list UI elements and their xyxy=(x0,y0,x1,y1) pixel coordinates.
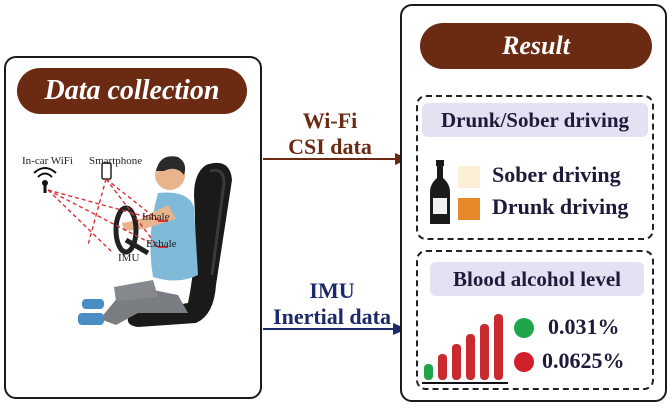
driver-illustration xyxy=(33,156,232,327)
drunk-label: Drunk driving xyxy=(492,194,629,219)
sober-label: Sober driving xyxy=(492,162,621,187)
bottle-icon xyxy=(430,160,450,224)
imu-label: IMU xyxy=(118,252,140,264)
exhale-label: Exhale xyxy=(146,238,177,250)
blood-alcohol-header: Blood alcohol level xyxy=(430,262,644,296)
result-title: Result xyxy=(420,23,652,69)
data-collection-title: Data collection xyxy=(17,68,247,114)
drunk-swatch xyxy=(458,198,480,220)
csi-arrow-label: Wi-Fi CSI data xyxy=(270,108,390,160)
csi-line2: CSI data xyxy=(288,134,372,159)
wifi-label: In-car WiFi xyxy=(22,155,73,167)
csi-line1: Wi-Fi xyxy=(302,108,358,133)
level-low-value: 0.031% xyxy=(548,314,620,339)
imu-line1: IMU xyxy=(309,278,355,303)
blood-alcohol-box xyxy=(416,250,654,390)
sober-swatch xyxy=(458,166,480,188)
level-bars-icon xyxy=(422,314,508,384)
drunk-sober-box xyxy=(416,95,654,240)
green-dot xyxy=(514,318,534,338)
inhale-label: Inhale xyxy=(142,211,170,223)
imu-arrow-label: IMU Inertial data xyxy=(262,278,402,330)
level-high-value: 0.0625% xyxy=(542,348,625,373)
imu-line2: Inertial data xyxy=(273,304,391,329)
drunk-sober-header: Drunk/Sober driving xyxy=(422,103,648,137)
red-dot xyxy=(514,352,534,372)
car-seat xyxy=(127,162,232,327)
smartphone-label: Smartphone xyxy=(89,155,143,167)
